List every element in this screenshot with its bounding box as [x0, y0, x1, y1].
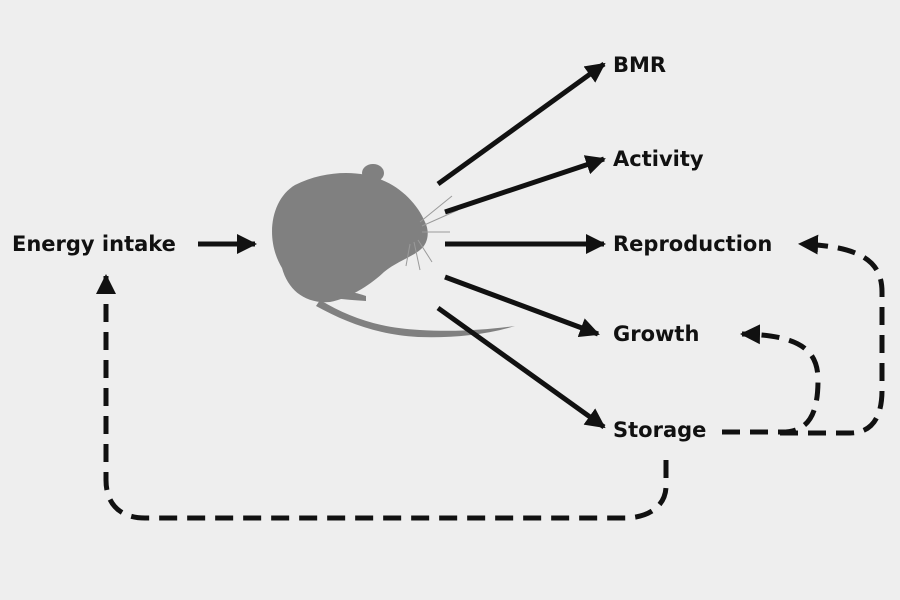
growth-label: Growth: [613, 322, 700, 346]
energy-intake-label: Energy intake: [12, 232, 176, 256]
whiskers: [405, 195, 459, 271]
dashed-arrow-storage-to-intake: [96, 274, 669, 521]
mouse-icon: [272, 164, 515, 338]
dashed-arrow-storage-to-reproduction: [780, 234, 885, 436]
storage-label: Storage: [613, 418, 707, 442]
arrow-bmr: [436, 61, 606, 187]
activity-label: Activity: [613, 147, 704, 171]
arrow-storage: [436, 305, 606, 430]
reproduction-label: Reproduction: [613, 232, 773, 256]
feedback-arrows: [96, 234, 885, 521]
arrow-growth: [444, 274, 600, 338]
dashed-arrow-storage-to-growth: [722, 324, 821, 435]
bmr-label: BMR: [613, 53, 667, 77]
output-arrows: [436, 61, 606, 430]
arrow-activity: [444, 155, 606, 215]
